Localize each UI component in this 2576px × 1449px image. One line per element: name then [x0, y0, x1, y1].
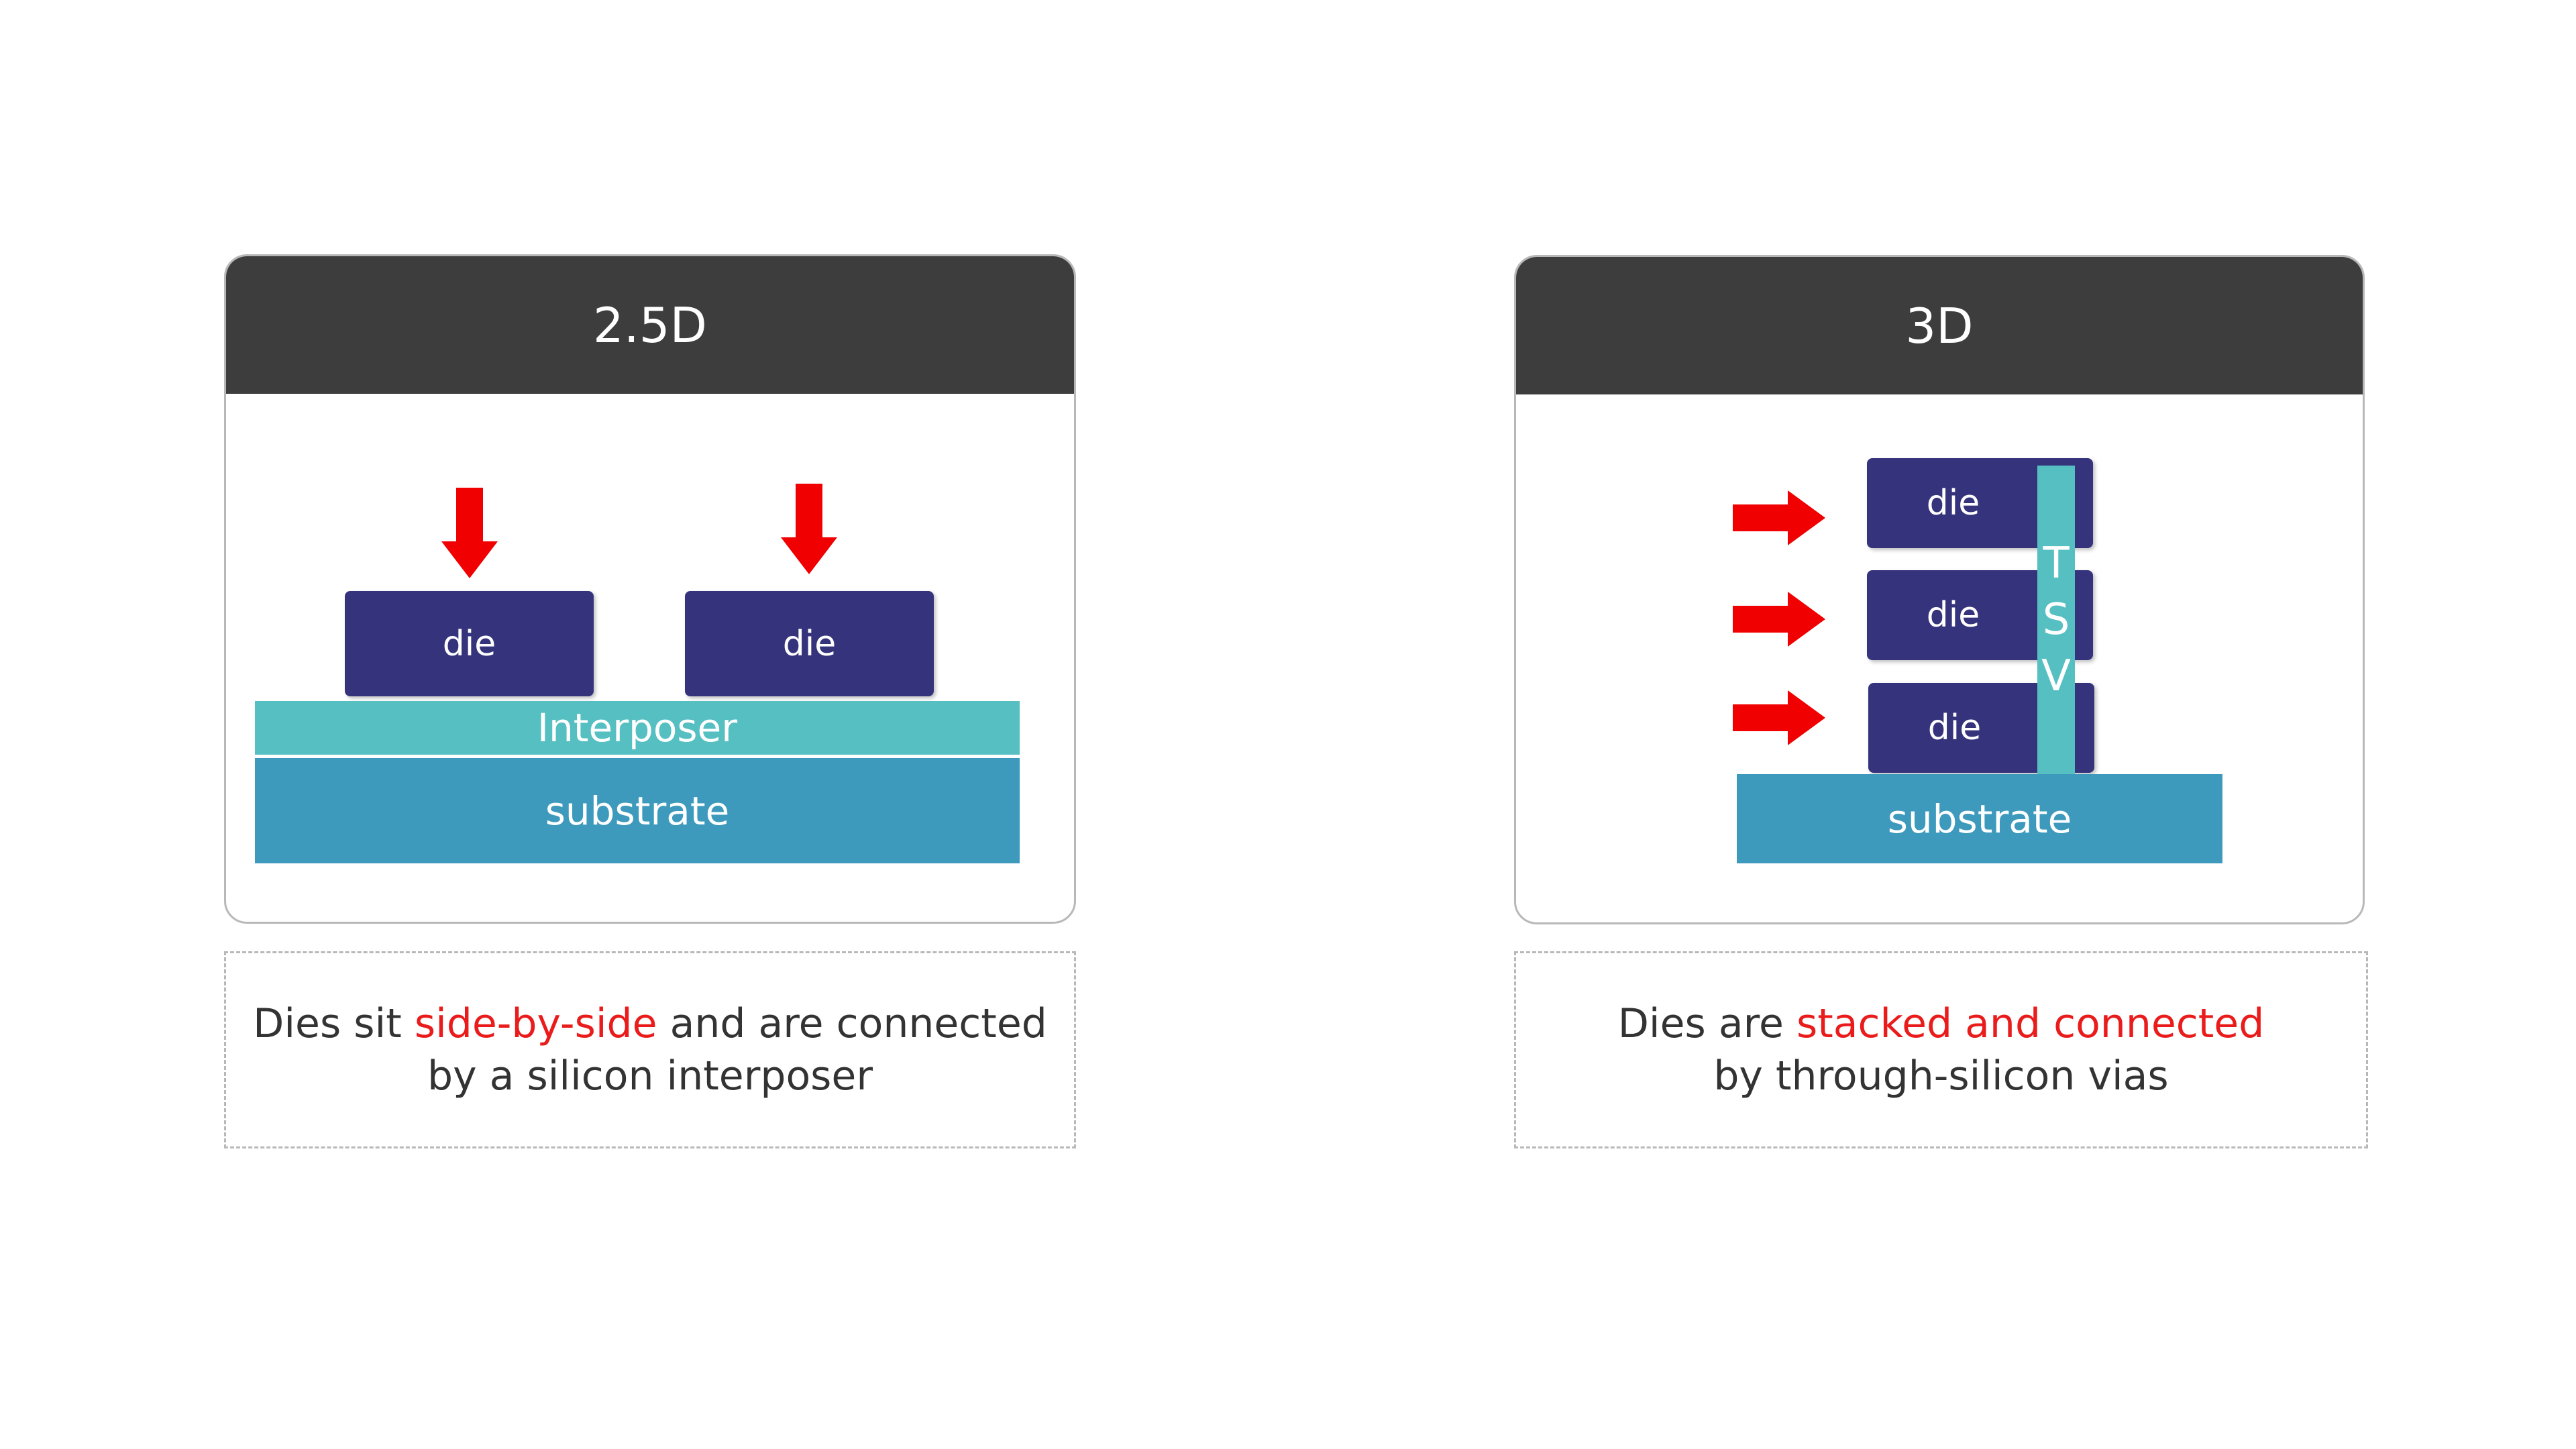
- substrate-layer-3d: substrate: [1737, 774, 2222, 863]
- panel-header-3d: 3D: [1516, 257, 2363, 394]
- die-right: die: [685, 591, 934, 696]
- die-label: die: [1926, 595, 1980, 635]
- substrate-label: substrate: [545, 788, 730, 834]
- arrow-right-icon: [1733, 690, 1825, 745]
- die-label: die: [442, 623, 496, 664]
- tsv-letter: S: [2042, 595, 2070, 645]
- substrate-label: substrate: [1887, 796, 2072, 842]
- die-label: die: [1927, 708, 1982, 748]
- die-left: die: [345, 591, 594, 696]
- arrow-right-icon: [1733, 490, 1825, 545]
- caption-line-2: by through-silicon vias: [1713, 1053, 2169, 1099]
- caption-highlight: stacked and connected: [1796, 1000, 2265, 1047]
- interposer-layer: Interposer: [255, 701, 1020, 755]
- caption-text: Dies sit side-by-side and are connected …: [253, 998, 1047, 1102]
- substrate-layer-2-5d: substrate: [255, 758, 1020, 863]
- tsv-letter: T: [2043, 539, 2070, 588]
- arrow-down-icon: [441, 488, 498, 578]
- caption-text: Dies are stacked and connected by throug…: [1618, 998, 2265, 1102]
- panel-header-2-5d: 2.5D: [226, 256, 1074, 394]
- panel-title-2-5d: 2.5D: [593, 297, 707, 354]
- through-silicon-via: T S V: [2037, 466, 2075, 774]
- arrow-right-icon: [1733, 592, 1825, 647]
- caption-3d: Dies are stacked and connected by throug…: [1514, 951, 2368, 1148]
- caption-text-before: Dies sit: [253, 1000, 415, 1047]
- die-label: die: [782, 623, 837, 664]
- arrow-down-icon: [781, 484, 837, 574]
- caption-text-before: Dies are: [1617, 1000, 1796, 1047]
- caption-text-after: and are connected: [657, 1000, 1047, 1047]
- caption-2-5d: Dies sit side-by-side and are connected …: [224, 951, 1076, 1148]
- panel-title-3d: 3D: [1905, 297, 1974, 354]
- die-label: die: [1926, 483, 1980, 523]
- tsv-letter: V: [2041, 651, 2071, 701]
- caption-line-2: by a silicon interposer: [427, 1053, 873, 1099]
- caption-highlight: side-by-side: [414, 1000, 657, 1047]
- interposer-label: Interposer: [537, 705, 738, 751]
